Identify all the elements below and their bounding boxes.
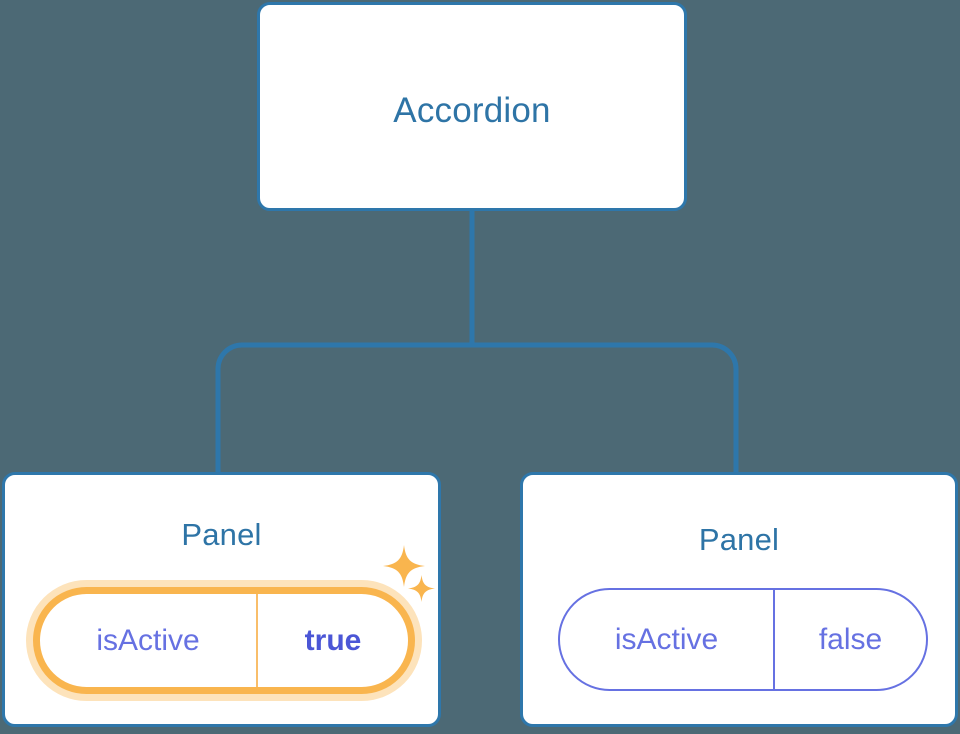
- prop-key-label: isActive: [560, 590, 775, 689]
- node-panel-inactive-title: Panel: [698, 522, 780, 557]
- node-accordion[interactable]: Accordion: [257, 2, 687, 211]
- edge-to-panel-left: [215, 342, 472, 472]
- node-panel-inactive[interactable]: Panel isActive false: [520, 472, 958, 727]
- prop-value-label: true: [304, 623, 362, 657]
- prop-pill-wrapper-active: isActive true: [33, 587, 415, 694]
- node-panel-active-title: Panel: [181, 517, 262, 552]
- node-panel-active[interactable]: Panel isActive true: [2, 472, 441, 727]
- node-accordion-title: Accordion: [393, 91, 551, 130]
- prop-key-label: isActive: [40, 594, 258, 687]
- prop-pill-isactive-true[interactable]: isActive true: [33, 587, 415, 694]
- prop-value-label: false: [818, 622, 883, 656]
- prop-pill-isactive-false[interactable]: isActive false: [558, 588, 928, 691]
- prop-pill-wrapper-inactive: isActive false: [558, 588, 928, 691]
- edge-to-panel-right: [472, 342, 739, 472]
